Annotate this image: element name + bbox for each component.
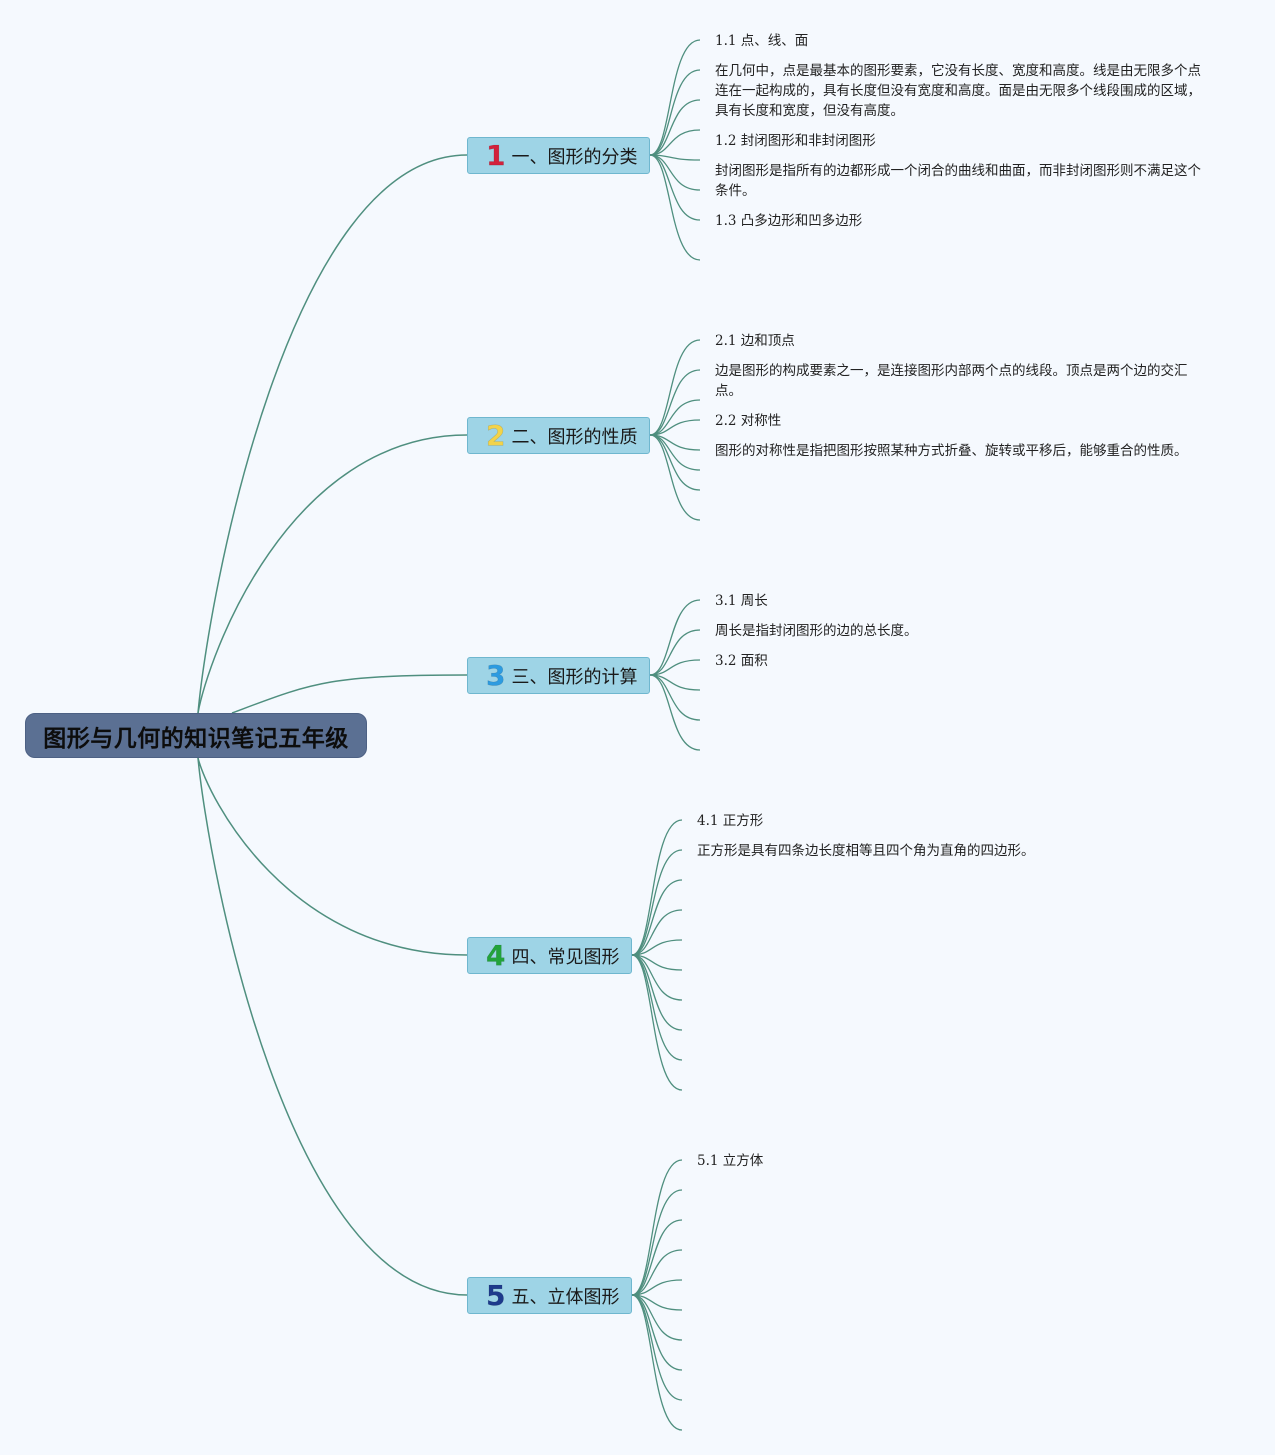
branch-1-leaf-connector-6: [649, 154, 701, 191]
branch-4-leaf-connector-1: [631, 819, 683, 956]
branch-1-leaf-connector-8: [649, 154, 701, 261]
branch-3-leaf-connector-5: [649, 674, 701, 721]
branch-2-leaf-connector-4: [649, 419, 701, 436]
branch-4-leaf-connector-3: [631, 879, 683, 956]
subtopic-2-1[interactable]: 2.1 边和顶点: [715, 333, 795, 349]
branch-topic-5[interactable]: 5 五、立体图形: [467, 1277, 632, 1314]
branch-5-leaf-connector-4: [631, 1249, 683, 1296]
subtopic-1-3[interactable]: 1.3 凸多边形和凹多边形: [715, 213, 863, 229]
number-4-icon: 4: [486, 938, 506, 972]
branch-topic-3-label: 三、图形的计算: [511, 666, 638, 688]
subtopic-4-1[interactable]: 4.1 正方形: [697, 813, 764, 829]
branch-1-leaf-connector-1: [649, 39, 701, 156]
branch-5-leaf-connector-1: [631, 1159, 683, 1296]
root-connector-5: [197, 757, 468, 1296]
subtopic-1-2-note[interactable]: 封闭图形是指所有的边都形成一个闭合的曲线和曲面，而非封闭图形则不满足这个条件。: [715, 163, 1201, 199]
subtopic-3-1[interactable]: 3.1 周长: [715, 593, 768, 609]
subtopic-2-2-note[interactable]: 图形的对称性是指把图形按照某种方式折叠、旋转或平移后，能够重合的性质。: [715, 443, 1188, 459]
subtopic-1-1[interactable]: 1.1 点、线、面: [715, 33, 809, 49]
branch-5-leaf-connector-3: [631, 1219, 683, 1296]
root-topic[interactable]: 图形与几何的知识笔记五年级: [25, 713, 367, 758]
branch-5-leaf-connector-10: [631, 1294, 683, 1431]
branch-5-leaf-connector-2: [631, 1189, 683, 1296]
subtopic-1-2[interactable]: 1.2 封闭图形和非封闭图形: [715, 133, 876, 149]
root-topic-title: 图形与几何的知识笔记五年级: [43, 725, 349, 752]
branch-1-leaf-connector-7: [649, 154, 701, 221]
branch-2-leaf-connector-7: [649, 434, 701, 491]
subtopic-4-1-note[interactable]: 正方形是具有四条边长度相等且四个角为直角的四边形。: [697, 843, 1035, 859]
branch-4-leaf-connector-5: [631, 939, 683, 956]
number-2-icon: 2: [486, 418, 506, 452]
branch-4-leaf-connector-4: [631, 909, 683, 956]
branch-4-leaf-connector-10: [631, 954, 683, 1091]
branch-3-leaf-connector-6: [649, 674, 701, 751]
branch-4-leaf-connector-8: [631, 954, 683, 1031]
branch-4-leaf-connector-7: [631, 954, 683, 1001]
subtopic-2-2[interactable]: 2.2 对称性: [715, 413, 782, 429]
number-1-icon: 1: [486, 138, 506, 172]
branch-2-leaf-connector-8: [649, 434, 701, 521]
branch-5-leaf-connector-7: [631, 1294, 683, 1341]
branch-topic-4-label: 四、常见图形: [511, 946, 620, 968]
root-connector-3: [231, 674, 468, 714]
branch-topic-2-label: 二、图形的性质: [511, 426, 638, 448]
number-5-icon: 5: [486, 1278, 506, 1312]
subtopic-1-1-note[interactable]: 在几何中，点是最基本的图形要素，它没有长度、宽度和高度。线是由无限多个点连在一起…: [715, 63, 1201, 119]
branch-2-leaf-connector-1: [649, 339, 701, 436]
root-connector-2: [197, 434, 468, 714]
branch-3-leaf-connector-3: [649, 659, 701, 676]
branch-2-leaf-connector-6: [649, 434, 701, 471]
subtopic-3-2[interactable]: 3.2 面积: [715, 653, 768, 669]
branch-3-leaf-connector-1: [649, 599, 701, 676]
branch-topic-4[interactable]: 4 四、常见图形: [467, 937, 632, 974]
subtopic-3-1-note[interactable]: 周长是指封闭图形的边的总长度。: [715, 623, 918, 639]
branch-topic-5-label: 五、立体图形: [511, 1286, 620, 1308]
branch-5-leaf-connector-5: [631, 1279, 683, 1296]
branch-topic-1[interactable]: 1 一、图形的分类: [467, 137, 650, 174]
branch-2-leaf-connector-2: [649, 369, 701, 436]
branch-topic-1-label: 一、图形的分类: [511, 146, 638, 168]
root-connector-1: [197, 154, 468, 714]
branch-5-leaf-connector-8: [631, 1294, 683, 1371]
root-connector-4: [197, 757, 468, 956]
branch-4-leaf-connector-2: [631, 849, 683, 956]
subtopic-5-1[interactable]: 5.1 立方体: [697, 1153, 764, 1169]
branch-1-leaf-connector-3: [649, 99, 701, 156]
branch-3-leaf-connector-2: [649, 629, 701, 676]
branch-1-leaf-connector-4: [649, 129, 701, 156]
branch-topic-3[interactable]: 3 三、图形的计算: [467, 657, 650, 694]
number-3-icon: 3: [486, 658, 506, 692]
branch-topic-2[interactable]: 2 二、图形的性质: [467, 417, 650, 454]
subtopic-2-1-note[interactable]: 边是图形的构成要素之一，是连接图形内部两个点的线段。顶点是两个边的交汇点。: [715, 363, 1188, 399]
branch-1-leaf-connector-2: [649, 69, 701, 156]
